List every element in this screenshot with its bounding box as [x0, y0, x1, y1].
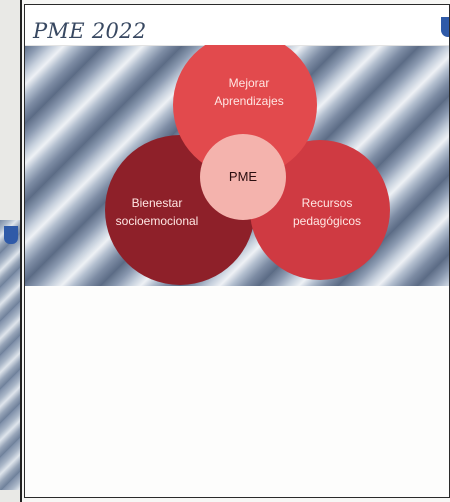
- label-top-line2: Aprendizajes: [214, 94, 283, 108]
- slide-header: PME 2022: [25, 5, 449, 46]
- circle-mejorar: [173, 45, 317, 177]
- shield-logo-icon: [4, 226, 18, 244]
- slide-title: PME 2022: [33, 19, 147, 43]
- label-left-line1: Bienestar: [132, 196, 183, 210]
- label-top-line1: Mejorar: [229, 76, 270, 90]
- previous-slide-background: [0, 220, 20, 490]
- slide-thumbnail[interactable]: PME 2022 Mejorar Aprendizajes Bienestar …: [24, 4, 450, 498]
- shield-logo-icon: [441, 17, 449, 37]
- previous-slide-edge: [0, 0, 22, 502]
- label-right-line1: Recursos: [302, 196, 353, 210]
- venn-diagram: Mejorar Aprendizajes Bienestar socioemoc…: [105, 45, 390, 285]
- label-left-line2: socioemocional: [116, 214, 199, 228]
- label-right-line2: pedagógicos: [293, 214, 361, 228]
- label-center: PME: [229, 169, 258, 184]
- circle-pme-center: [200, 134, 286, 220]
- slide-empty-area: [25, 286, 449, 497]
